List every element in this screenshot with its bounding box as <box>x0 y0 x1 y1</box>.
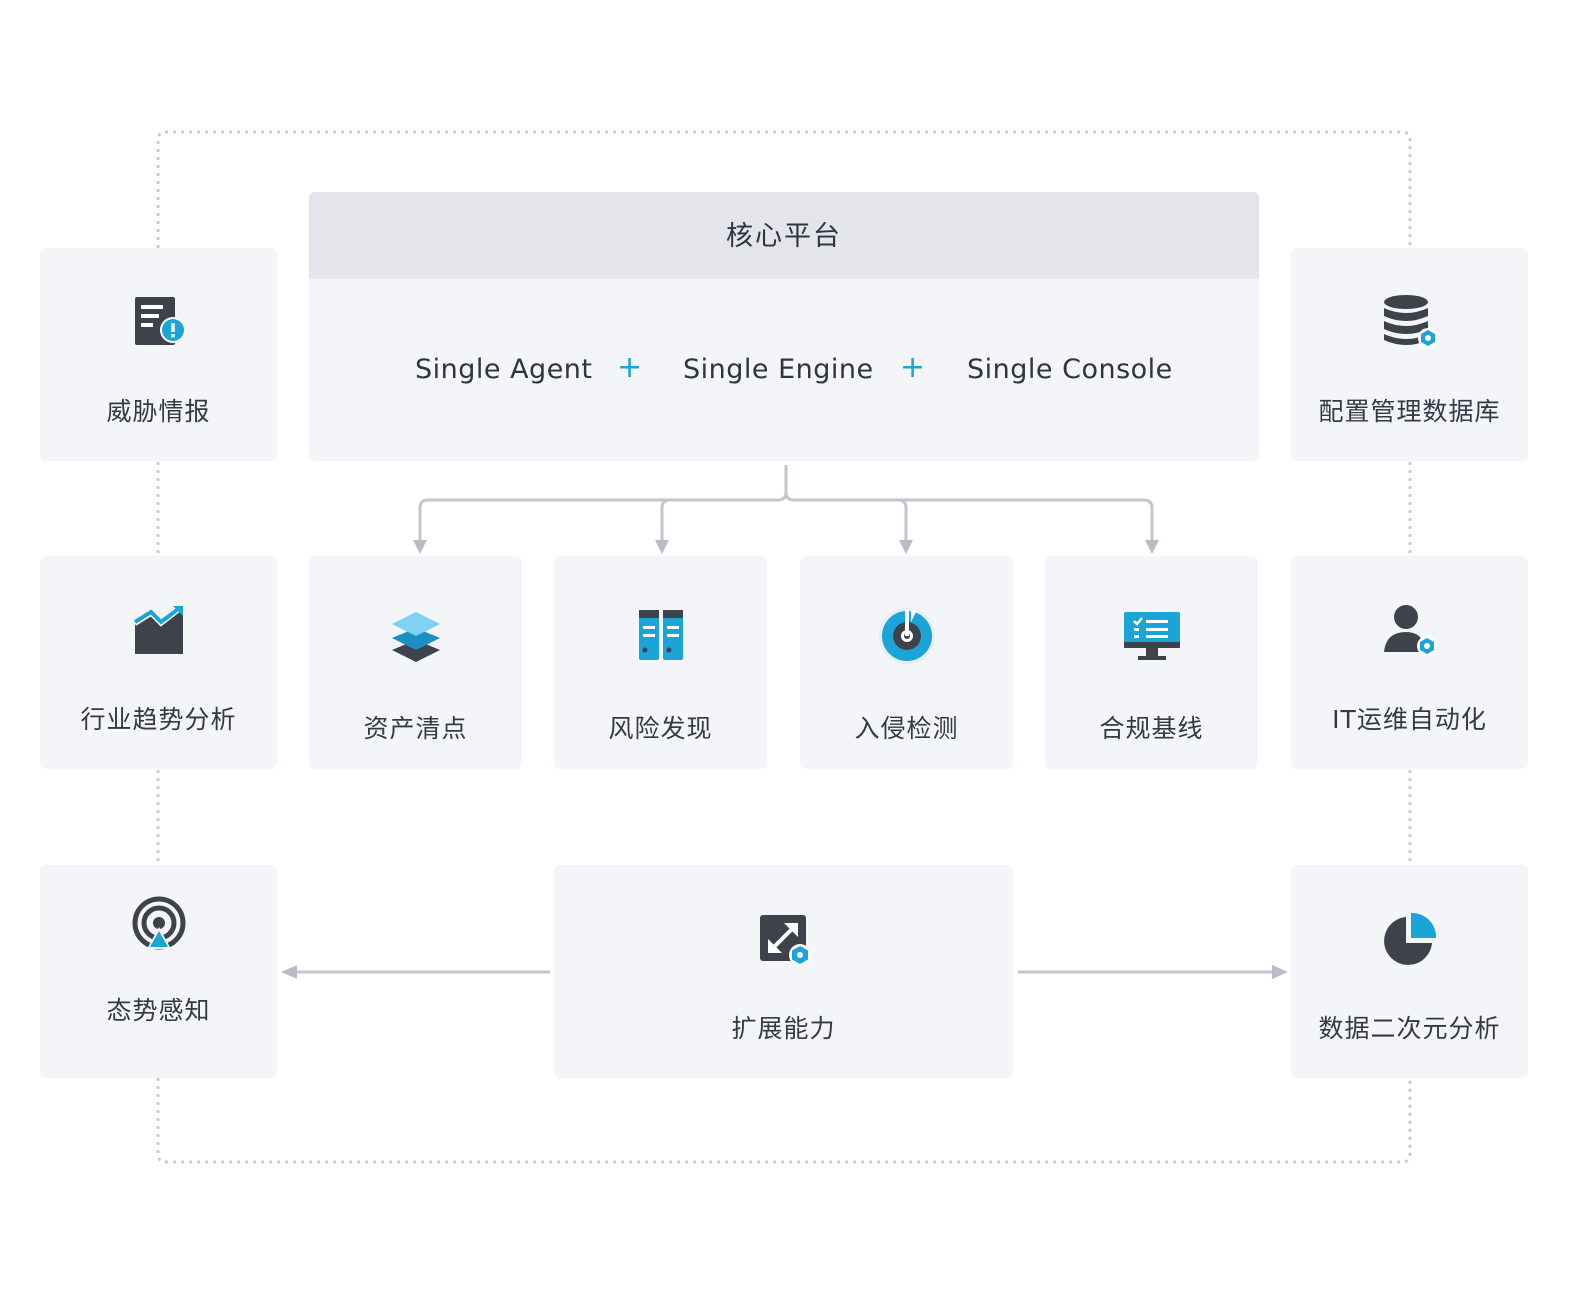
card-risk-discovery: 风险发现 <box>554 556 767 769</box>
threat-report-icon <box>134 297 186 345</box>
card-threat-intel: 威胁情报 <box>40 248 277 461</box>
outer-loop-bottom <box>156 1078 1412 1164</box>
card-situation-awareness: 态势感知 <box>40 865 277 1078</box>
plus-sign-1: + <box>617 350 643 385</box>
user-gear-icon <box>1383 605 1437 656</box>
core-platform-items: Single Agent + Single Engine + Single Co… <box>309 342 1259 396</box>
plus-sign-2: + <box>900 350 926 385</box>
outer-loop-top <box>156 130 1412 248</box>
monitor-checklist-icon <box>1123 612 1180 660</box>
arrow-head-2 <box>655 540 669 554</box>
card-threat-intel-label: 威胁情报 <box>106 397 211 426</box>
card-it-ops-label: IT运维自动化 <box>1332 705 1487 734</box>
trend-chart-icon <box>133 606 183 654</box>
arrow-head-1 <box>413 540 427 554</box>
arrow-head-left <box>281 965 297 979</box>
core-item-agent: Single Agent <box>415 354 593 385</box>
arrow-head-3 <box>899 540 913 554</box>
card-compliance-baseline: 合规基线 <box>1045 556 1258 769</box>
core-platform-title: 核心平台 <box>309 192 1259 279</box>
card-asset-inventory-label: 资产清点 <box>363 714 468 743</box>
expand-arrows-icon <box>759 915 811 966</box>
card-intrusion-detection: 入侵检测 <box>800 556 1013 769</box>
card-asset-inventory: 资产清点 <box>309 556 522 769</box>
card-industry-trend: 行业趋势分析 <box>40 556 277 769</box>
core-platform: 核心平台 Single Agent + Single Engine + Sing… <box>309 192 1259 461</box>
core-item-console: Single Console <box>967 354 1173 385</box>
card-extension: 扩展能力 <box>554 865 1013 1078</box>
radar-signal-icon <box>132 896 185 950</box>
arrow-head-4 <box>1145 540 1159 554</box>
card-intrusion-detection-label: 入侵检测 <box>854 714 959 743</box>
card-cmdb: 配置管理数据库 <box>1291 248 1528 461</box>
tree-b2 <box>660 498 671 540</box>
core-item-engine: Single Engine <box>683 354 874 385</box>
arrow-head-right <box>1272 965 1288 979</box>
card-cmdb-label: 配置管理数据库 <box>1318 397 1501 426</box>
tree-stem <box>784 465 1154 540</box>
card-situation-awareness-label: 态势感知 <box>106 996 211 1025</box>
tree-left <box>418 491 788 540</box>
card-data-analysis: 数据二次元分析 <box>1291 865 1528 1078</box>
card-risk-discovery-label: 风险发现 <box>608 714 713 743</box>
pie-chart-icon <box>1383 912 1436 965</box>
server-icon <box>638 610 683 660</box>
tree-b3 <box>897 498 908 540</box>
target-icon <box>878 608 935 664</box>
card-industry-trend-label: 行业趋势分析 <box>80 705 237 734</box>
card-extension-label: 扩展能力 <box>731 1014 836 1043</box>
card-data-analysis-label: 数据二次元分析 <box>1318 1014 1501 1043</box>
database-icon <box>1383 295 1438 348</box>
card-compliance-baseline-label: 合规基线 <box>1099 714 1204 743</box>
layers-icon <box>391 612 440 662</box>
card-it-ops: IT运维自动化 <box>1291 556 1528 769</box>
